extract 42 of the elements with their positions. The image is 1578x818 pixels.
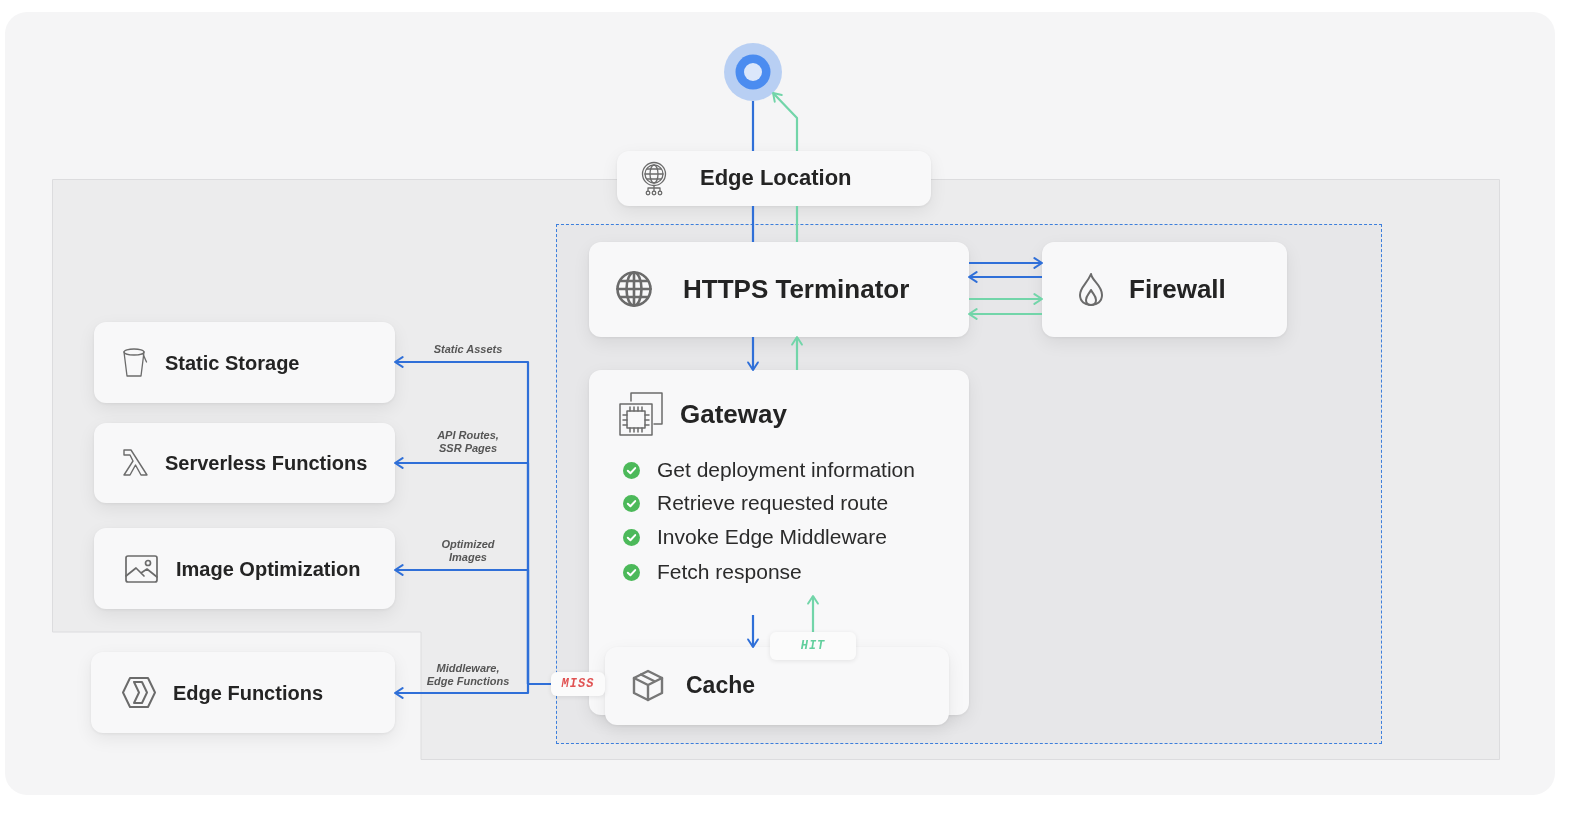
node-label: Image Optimization <box>176 556 361 581</box>
checklist-item: Invoke Edge Middleware <box>657 524 887 550</box>
node-label: Edge Functions <box>173 680 323 705</box>
connector-line <box>751 206 755 242</box>
status-tag: HIT <box>770 632 856 660</box>
checklist-item: Retrieve requested route <box>657 490 889 516</box>
node-label: Gateway <box>680 399 787 431</box>
edge-label: API Routes, SSR Pages <box>436 429 500 456</box>
service-card <box>91 652 395 733</box>
edge-label: Middleware, Edge Functions <box>425 662 511 689</box>
arrow <box>969 293 1043 305</box>
service-card <box>589 242 969 337</box>
dashed-boundary <box>556 224 1382 744</box>
node-label: Firewall <box>1129 273 1226 306</box>
arrow <box>747 337 759 371</box>
arrow <box>772 92 799 151</box>
service-card <box>94 423 395 503</box>
arrow <box>968 271 1042 283</box>
connector-line <box>795 206 799 242</box>
service-card <box>94 322 395 403</box>
node-label: Cache <box>686 672 756 700</box>
arrow <box>969 257 1043 269</box>
node-label: HTTPS Terminator <box>683 273 910 306</box>
service-card <box>94 528 395 609</box>
service-card <box>605 647 949 725</box>
node-label: Static Storage <box>165 350 300 375</box>
arrow <box>394 682 551 699</box>
arrow <box>807 595 819 632</box>
arrow <box>791 336 803 370</box>
endpoint-circle <box>724 43 782 101</box>
arrow <box>747 615 759 648</box>
service-card <box>1042 242 1287 337</box>
edge-label: Static Assets <box>432 343 504 357</box>
edge-label: Optimized Images <box>440 538 496 565</box>
connector-line <box>751 101 755 151</box>
checklist-item: Get deployment information <box>657 457 915 483</box>
status-tag: MISS <box>551 672 605 696</box>
service-card <box>617 151 931 206</box>
arrow <box>968 308 1042 320</box>
checklist-item: Fetch response <box>657 559 802 585</box>
node-label: Edge Location <box>700 165 852 192</box>
node-label: Serverless Functions <box>165 451 368 475</box>
